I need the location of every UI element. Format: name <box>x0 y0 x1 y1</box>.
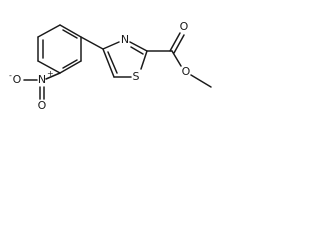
phenyl-bond-4 <box>59 60 82 74</box>
phenyl-bond-3 <box>37 60 61 74</box>
carbonyl-double-bond-2 <box>173 34 185 54</box>
atom-n-nitro-charge: + <box>47 69 54 78</box>
atom-o-minus-charge: - <box>9 71 12 80</box>
atom-o-ester-label: O <box>182 65 191 78</box>
atom-o-carbonyl-label: O <box>180 20 189 33</box>
phenyl-double-bond-b <box>62 59 78 69</box>
atom-n-thiazole-label: N <box>121 33 129 46</box>
phenyl-double-bond-c <box>62 29 78 39</box>
ester-o-methyl-bond <box>190 74 212 88</box>
thiazole-c2-s1-bond <box>140 50 148 70</box>
atom-o-nitro-label: O <box>38 99 47 112</box>
atom-o-minus-label: O <box>13 73 22 86</box>
thiazole-c4-n3-bond <box>102 41 120 50</box>
phenyl-ring <box>37 24 82 74</box>
methyl-ester-group: O O <box>146 20 212 88</box>
atom-n-nitro-label: N <box>38 73 46 86</box>
nitro-group: O - N + O <box>9 69 61 112</box>
thiazole-c5-c4-bond <box>102 48 115 78</box>
thiazole-ring: N S <box>102 33 148 83</box>
phenyl-bond-1 <box>37 24 61 38</box>
thiazole-n3-c2-double <box>130 46 144 55</box>
ring-to-nitro-bond <box>45 72 61 80</box>
phenyl-bond-6 <box>59 24 82 38</box>
chemical-structure-diagram: O - N + O N S O O <box>9 20 212 112</box>
atom-s-thiazole-label: S <box>133 70 140 83</box>
thiazole-c4-c5-double <box>107 51 118 74</box>
carbonyl-ester-o-bond <box>171 50 182 67</box>
carbonyl-double-bond-1 <box>169 32 181 52</box>
phenyl-thiazole-bond <box>80 36 104 50</box>
thiazole-n3-c2-bond <box>129 41 148 52</box>
